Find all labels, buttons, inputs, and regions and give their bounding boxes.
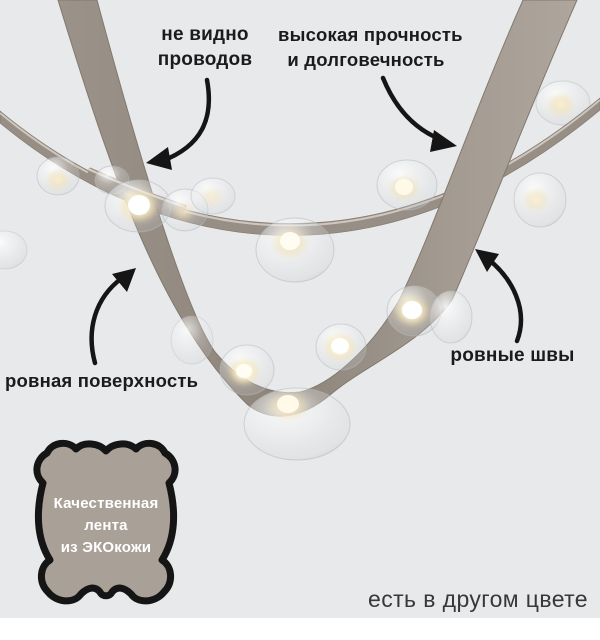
footer-note: есть в другом цвете bbox=[368, 586, 588, 612]
arrow-durability-icon bbox=[380, 75, 457, 152]
arrow-smooth-surface-icon bbox=[89, 268, 136, 366]
glass-bubble bbox=[386, 285, 442, 337]
leather-hide-icon bbox=[33, 439, 179, 605]
annotation-line: проводов bbox=[157, 49, 253, 70]
glass-bubble bbox=[36, 156, 80, 196]
glass-bubble bbox=[513, 172, 567, 228]
annotation-line: ровная поверхность bbox=[5, 370, 199, 391]
annotation-arrows bbox=[89, 75, 524, 366]
badge-line: из ЭКОкожи bbox=[60, 539, 152, 556]
badge-line: Качественная bbox=[53, 495, 159, 512]
leather-strap-wide bbox=[57, 0, 578, 417]
glass-bubble bbox=[376, 159, 438, 211]
badge-line: лента bbox=[84, 517, 128, 534]
annotation-line: ровные швы bbox=[450, 345, 575, 366]
annotation-line: высокая прочность bbox=[278, 24, 463, 45]
glass-bubble bbox=[219, 344, 275, 396]
glass-bubble bbox=[535, 80, 591, 126]
glass-bubble bbox=[315, 323, 367, 371]
annotation-even-seams: ровные швы bbox=[445, 343, 580, 368]
glass-bubble bbox=[170, 315, 214, 365]
glass-bubble bbox=[243, 387, 351, 461]
glass-bubble bbox=[104, 179, 172, 233]
annotation-durability: высокая прочность и долговечность bbox=[278, 22, 463, 72]
leather-badge-label: Качественная лента из ЭКОкожи bbox=[30, 493, 182, 559]
annotation-no-wires: не видно проводов bbox=[125, 22, 285, 72]
arrow-no-wires-icon bbox=[146, 77, 212, 170]
arrow-even-seams-icon bbox=[475, 249, 524, 344]
annotation-line: не видно bbox=[161, 24, 249, 45]
annotation-line: и долговечность bbox=[287, 49, 445, 70]
glass-bubbles bbox=[0, 156, 567, 461]
glass-bubble bbox=[429, 290, 473, 344]
glass-bubble bbox=[255, 217, 335, 283]
glass-bubble bbox=[190, 177, 236, 215]
annotation-smooth-surface: ровная поверхность bbox=[5, 368, 199, 393]
